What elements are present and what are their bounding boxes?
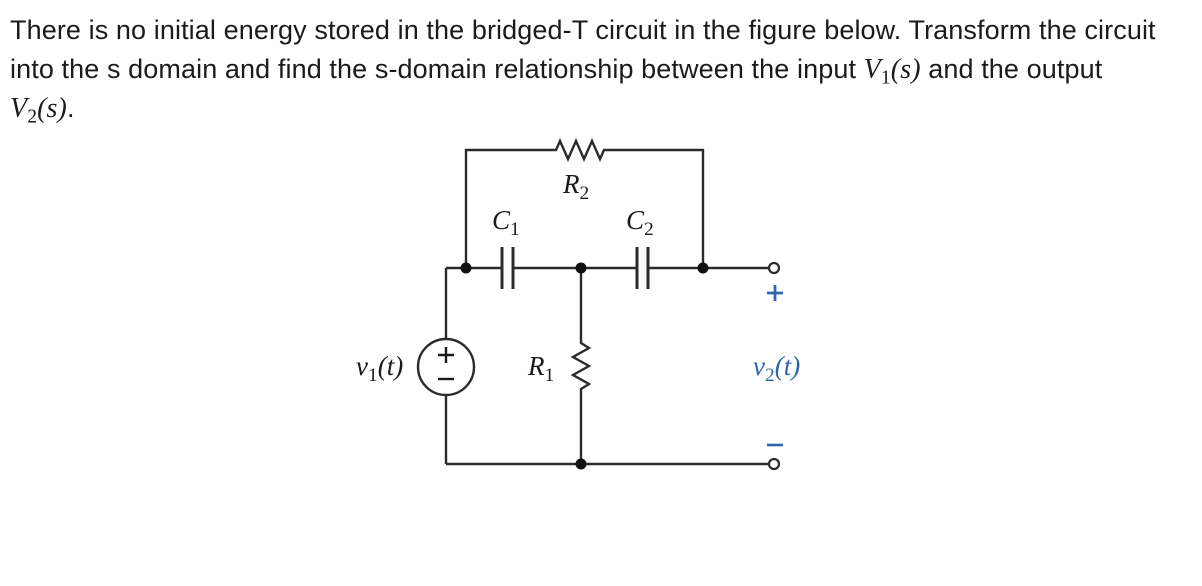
v2-output-label: v2(t) (753, 351, 801, 386)
r1-label: R1 (528, 351, 555, 386)
input-variable-v1s: V1(s) (863, 54, 921, 89)
problem-line-1: There is no initial energy stored in the… (10, 11, 1195, 50)
problem-line-2-after: and the output (928, 54, 1103, 84)
output-variable-v2s: V2(s) (10, 93, 67, 128)
problem-line-2-before: into the s domain and find the s-domain … (10, 54, 857, 84)
node-dot-right (697, 262, 709, 274)
v1-source-label: v1(t) (356, 351, 404, 386)
problem-line-2: into the s domain and find the s-domain … (10, 50, 1195, 89)
c1-label: C1 (492, 205, 520, 240)
output-terminal-top (767, 261, 781, 275)
voltage-source-symbol (416, 337, 476, 397)
r2-label: R2 (563, 169, 590, 204)
node-dot-middle (575, 262, 587, 274)
problem-text: There is no initial energy stored in the… (10, 11, 1195, 128)
node-dot-left (460, 262, 472, 274)
output-plus-icon (767, 285, 783, 301)
r1-branch-r1-symbol (570, 268, 592, 464)
capacitor-c2-symbol (635, 247, 650, 289)
capacitor-c1-symbol (500, 247, 515, 289)
source-plus-icon (438, 347, 454, 363)
output-terminal-bottom (767, 457, 781, 471)
c2-label: C2 (626, 205, 654, 240)
problem-terminator: . (66, 93, 75, 123)
node-dot-bottom (575, 458, 587, 470)
problem-line-1-text: There is no initial energy stored in the… (10, 15, 1156, 45)
bridge-wire-r2-symbol (464, 138, 705, 269)
problem-line-3: V2(s). (10, 89, 1195, 128)
